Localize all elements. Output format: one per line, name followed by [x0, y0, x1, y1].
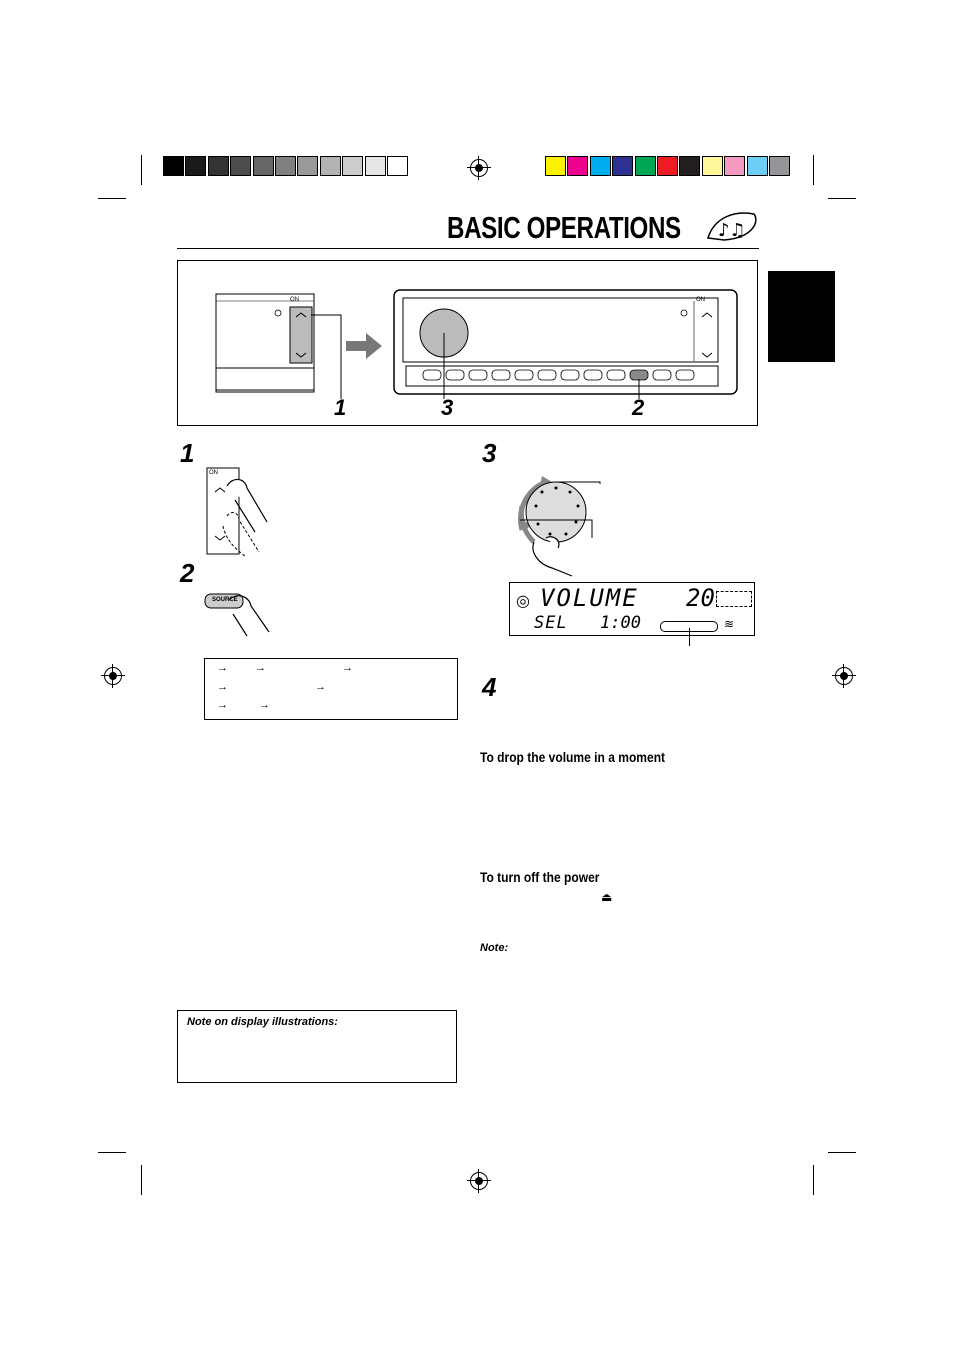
- color-swatch: [163, 156, 184, 176]
- display-note-box: Note on display illustrations:: [177, 1010, 457, 1083]
- crop-mark: [98, 1152, 126, 1153]
- faceplate-illustration: [215, 289, 738, 399]
- step-2-label: 2: [180, 558, 195, 588]
- color-swatch: [701, 156, 723, 176]
- figure-callout-2: 2: [632, 395, 645, 420]
- title-rule: [177, 248, 759, 249]
- color-swatch: [387, 156, 408, 176]
- figure-callout-1: 1: [334, 395, 347, 420]
- registration-mark-icon: [467, 156, 491, 180]
- crop-mark: [141, 1165, 142, 1195]
- disc-icon: ◎: [516, 593, 530, 610]
- color-swatch: [769, 156, 790, 176]
- color-swatch: [746, 156, 768, 176]
- on-label: ON: [696, 297, 705, 303]
- lcd-clock: 1:00: [600, 613, 641, 633]
- display-note-label: Note on display illustrations:: [187, 1016, 338, 1028]
- color-swatch: [724, 156, 746, 176]
- registration-mark-icon: [467, 1169, 491, 1193]
- color-swatch: [230, 156, 252, 176]
- flow-arrow: →: [217, 662, 228, 674]
- color-swatch: [207, 156, 229, 176]
- source-button-label[interactable]: SOURCE: [212, 597, 238, 603]
- step-1-label: 1: [180, 438, 195, 468]
- figure-callout-3: 3: [441, 395, 454, 420]
- flow-arrow: →: [217, 699, 228, 711]
- color-swatch: [252, 156, 274, 176]
- svg-text:♪♫: ♪♫: [718, 220, 746, 241]
- registration-mark-icon: [832, 664, 856, 688]
- source-flow-box: → → → → → → →: [204, 658, 458, 720]
- color-swatch: [567, 156, 589, 176]
- flow-arrow: →: [259, 699, 270, 711]
- lcd-segment-icon: ≋: [724, 617, 735, 631]
- lcd-main-text: VOLUME: [540, 584, 639, 612]
- lcd-level: 20: [686, 584, 715, 612]
- color-swatch: [364, 156, 386, 176]
- color-swatch: [679, 156, 701, 176]
- color-swatch: [275, 156, 296, 176]
- crop-mark: [98, 198, 126, 199]
- turn-off-heading: To turn off the power: [480, 869, 600, 885]
- lcd-display: ◎ VOLUME 20 SEL 1:00 ≋: [509, 582, 755, 636]
- flow-arrow: →: [255, 662, 266, 674]
- lcd-bracket: [716, 591, 752, 607]
- color-swatch: [545, 156, 566, 176]
- drop-volume-heading: To drop the volume in a moment: [480, 749, 666, 765]
- language-tab: [768, 271, 835, 362]
- page-title: BASIC OPERATIONS: [447, 210, 681, 245]
- music-notes-icon: ♪♫: [707, 212, 757, 241]
- crop-mark: [813, 1165, 814, 1195]
- flow-arrow: →: [342, 662, 353, 674]
- volume-knob-illustration: [518, 476, 601, 577]
- registration-mark-icon: [101, 664, 125, 688]
- crop-mark: [141, 155, 142, 185]
- flow-arrow: →: [315, 681, 326, 693]
- flow-arrow: →: [217, 681, 228, 693]
- step-3-label: 3: [482, 438, 497, 468]
- color-swatch: [612, 156, 634, 176]
- lcd-sub-text: SEL: [534, 613, 568, 633]
- note-label: Note:: [480, 942, 509, 954]
- lcd-callout-line: [689, 628, 690, 646]
- on-label: ON: [209, 470, 218, 476]
- panel-figure: 1 3 2 ON ON: [177, 260, 758, 426]
- color-swatch: [297, 156, 319, 176]
- press-on-button-illustration: [206, 467, 268, 557]
- step-4-label: 4: [482, 672, 497, 702]
- color-swatch: [634, 156, 656, 176]
- eject-icon: ⏏: [601, 890, 613, 904]
- on-label: ON: [290, 297, 299, 303]
- crop-mark: [828, 198, 856, 199]
- color-swatch: [185, 156, 207, 176]
- crop-mark: [828, 1152, 856, 1153]
- color-swatch: [319, 156, 341, 176]
- source-button-illustration: [204, 593, 270, 637]
- color-swatch: [342, 156, 364, 176]
- color-swatch: [657, 156, 678, 176]
- color-swatch: [589, 156, 611, 176]
- crop-mark: [813, 155, 814, 185]
